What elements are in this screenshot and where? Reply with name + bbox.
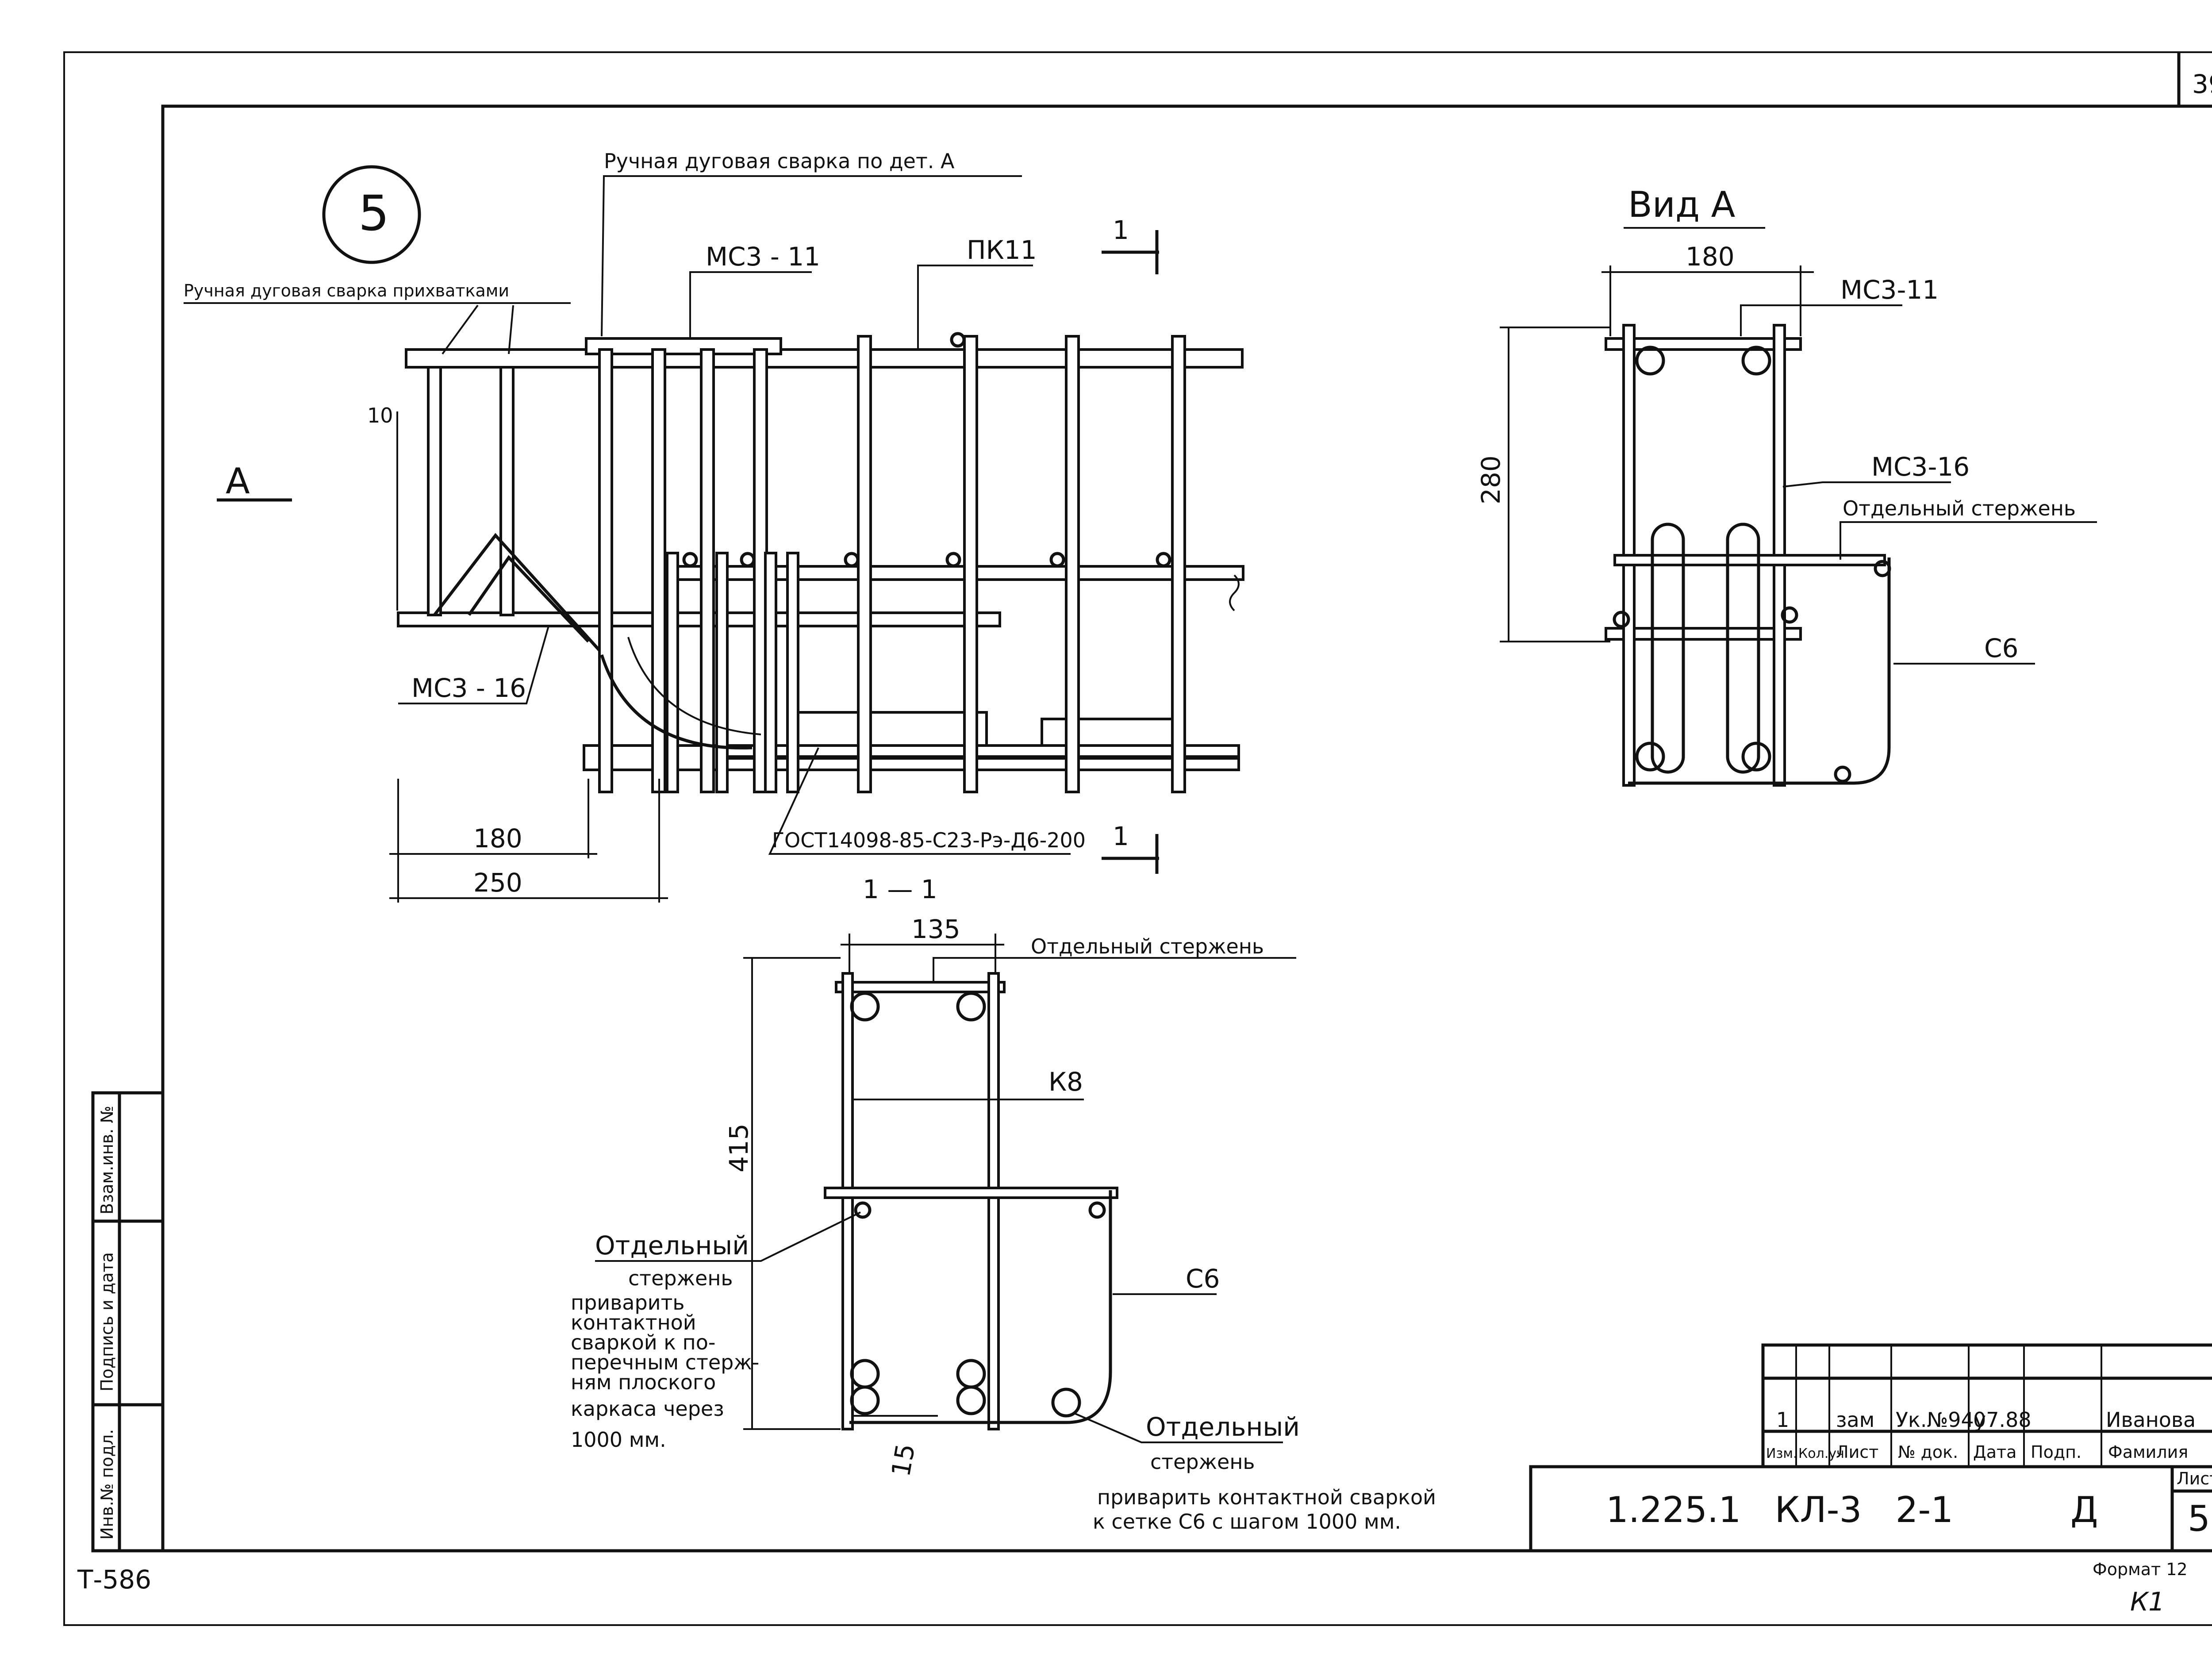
detail-number: 5: [358, 185, 389, 242]
tb-row1-doc: Ук.№94у: [1896, 1408, 1986, 1432]
sheet-label: Лист: [2177, 1469, 2212, 1488]
tb-header-date: Дата: [1973, 1442, 2016, 1462]
handwritten-mark: К1: [2130, 1587, 2165, 1617]
format-label: Формат 12: [2093, 1560, 2188, 1579]
tb-row1-name: Иванова: [2106, 1408, 2196, 1432]
tb-row1-date: 07.88: [1973, 1408, 2032, 1432]
note-left-line-3: контактной: [571, 1311, 696, 1334]
dim-135: 135: [911, 914, 960, 944]
note-left-line-6: ням плоского: [571, 1370, 716, 1394]
section-mark-bottom: 1: [1113, 821, 1129, 851]
page-number-top: 39: [2192, 69, 2212, 99]
section-mark-top: 1: [1113, 215, 1129, 245]
note-bottom-line-1: стержень: [1150, 1450, 1255, 1474]
inner-frame: [161, 104, 2212, 1553]
note-left-line-4: сваркой к по-: [571, 1330, 715, 1354]
note-left-line-8: 1000 мм.: [571, 1428, 666, 1452]
tb-header-doc: № док.: [1898, 1442, 1958, 1462]
note-left-line-5: перечным стерж-: [571, 1350, 759, 1374]
mark-k8: К8: [1048, 1067, 1083, 1097]
vertical-rods: [427, 335, 1186, 793]
sheet-number: 5: [2188, 1498, 2210, 1539]
weld-label-left: Ручная дуговая сварка прихватками: [184, 281, 509, 300]
note-left-title: Отдельный: [595, 1230, 749, 1261]
mark-pk11: ПК11: [967, 235, 1037, 265]
gost-label: ГОСТ14098-85-С23-Рэ-Д6-200: [772, 828, 1086, 852]
tb-header-change: Изм.: [1766, 1446, 1797, 1461]
mark-ms3-11-main: МС3 - 11: [706, 242, 820, 272]
tb-header-sign: Подп.: [2031, 1442, 2081, 1462]
separate-rod-view-a: Отдельный стержень: [1843, 496, 2076, 520]
mark-ms3-16-view-a: МС3-16: [1871, 452, 1970, 482]
section-1-1: 1 — 1 135 Отдельный стержень К8 415 С6 1…: [571, 874, 1436, 1534]
dim-415: 415: [724, 1123, 754, 1172]
tb-header-name: Фамилия: [2108, 1442, 2188, 1462]
note-bottom-title: Отдельный: [1146, 1412, 1300, 1442]
weld-label-top: Ручная дуговая сварка по дет. А: [604, 149, 955, 173]
detail-number-circle: [322, 165, 421, 264]
separate-rod-top: Отдельный стержень: [1031, 934, 1264, 958]
mark-ms3-16-main: МС3 - 16: [411, 673, 526, 703]
tb-row1-change: 1: [1776, 1408, 1789, 1432]
mark-s6-section: С6: [1186, 1264, 1220, 1294]
note-left-line-1: стержень: [628, 1266, 733, 1290]
mark-s6-view-a: С6: [1984, 633, 2018, 663]
mark-ms3-11-view-a: МС3-11: [1840, 275, 1939, 305]
stamp-inv-no: Инв.№ подл.: [97, 1429, 117, 1540]
side-stamp: Взам.инв. № Подпись и дата Инв.№ подл.: [91, 1091, 165, 1553]
dim-15: 15: [886, 1441, 921, 1479]
dim-250-main: 250: [473, 868, 522, 898]
section-1-1-title: 1 — 1: [863, 874, 937, 904]
tb-header-sheet: Лист: [1836, 1442, 1878, 1462]
tb-row1-sheet: зам: [1836, 1408, 1874, 1432]
view-a: Вид А 180 МС3-11 280 МС3-16 Отдель: [1476, 184, 2097, 787]
doc-stage: Д: [2070, 1489, 2098, 1530]
view-arrow-a: А: [226, 461, 250, 502]
stamp-replace-inv: Взам.инв. №: [97, 1106, 117, 1215]
dim-280: 280: [1476, 455, 1506, 504]
note-left-line-2: приварить: [571, 1291, 684, 1315]
doc-code: 1.225.1 КЛ-3 2-1: [1606, 1489, 1953, 1530]
dim-10: 10: [367, 404, 393, 427]
note-left-line-7: каркаса через: [571, 1397, 724, 1421]
view-a-title: Вид А: [1628, 184, 1736, 225]
stamp-signature-date: Подпись и дата: [97, 1252, 117, 1391]
bottom-left-code: Т-586: [77, 1564, 151, 1595]
note-bottom-line-2: приварить контактной сваркой: [1097, 1485, 1436, 1509]
dim-180-view-a: 180: [1686, 242, 1735, 272]
tb-header-qty: Кол.уч: [1798, 1446, 1844, 1461]
title-block: 1 зам Ук.№94у 07.88 Иванова Изм. Кол.уч …: [1529, 1343, 2212, 1553]
dim-180-main: 180: [473, 823, 522, 853]
note-bottom-line-3: к сетке С6 с шагом 1000 мм.: [1093, 1510, 1401, 1534]
outer-frame: [63, 51, 2212, 1626]
main-view: 5: [184, 149, 1244, 903]
